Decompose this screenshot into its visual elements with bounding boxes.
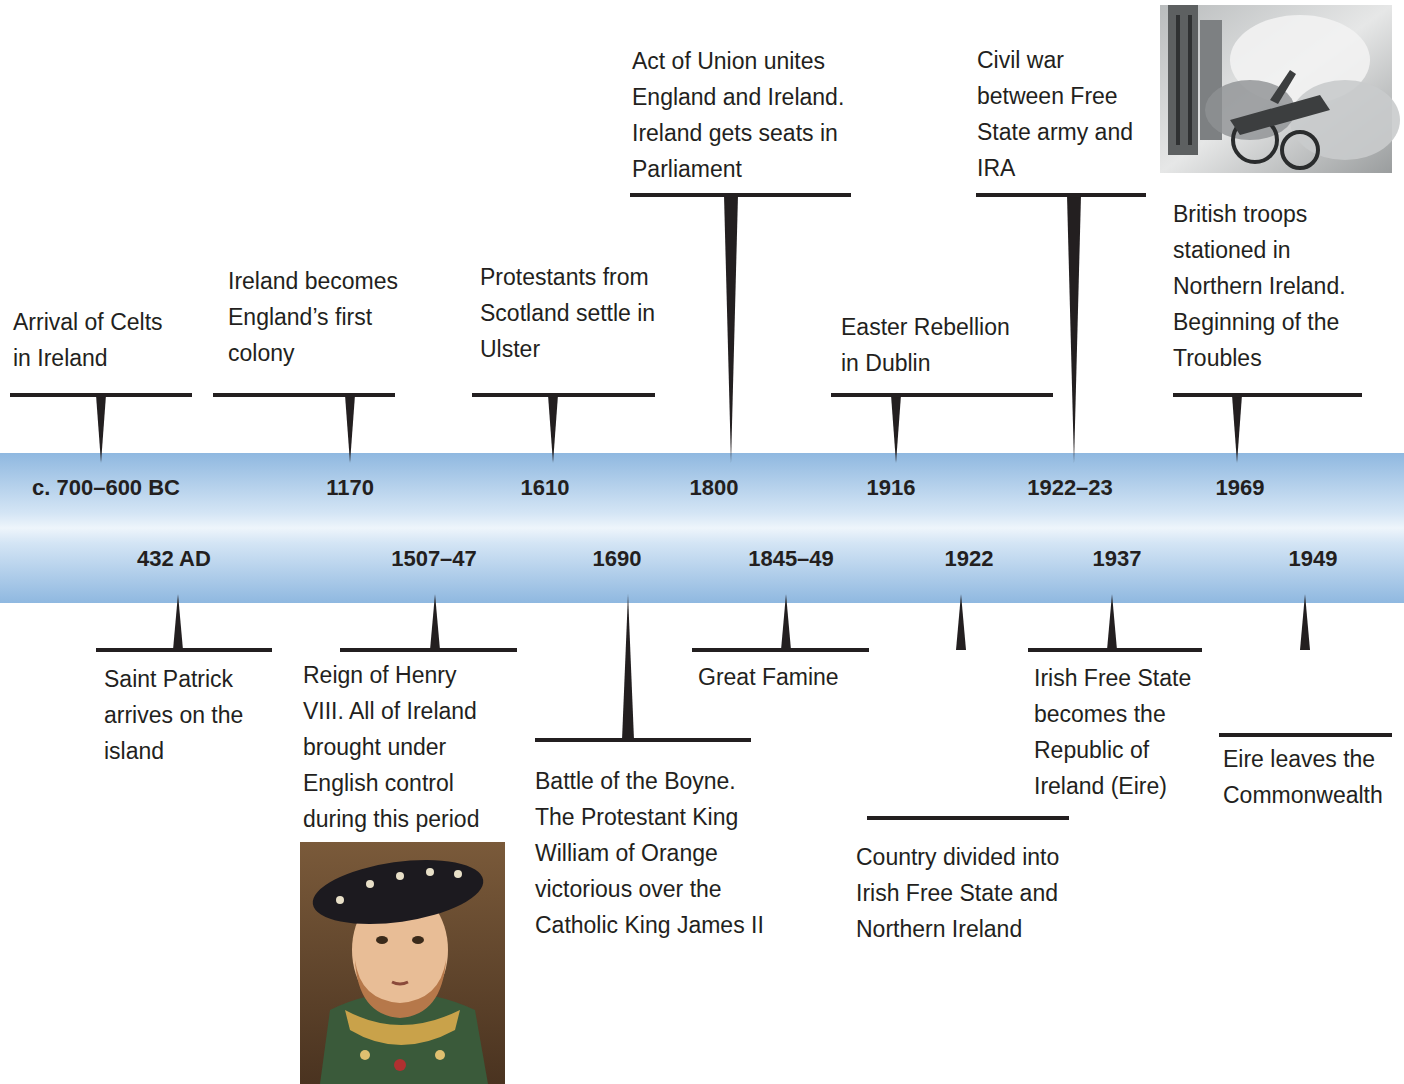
date-label: 1922 bbox=[945, 546, 994, 572]
event-text: Eire leaves the Commonwealth bbox=[1223, 741, 1399, 813]
callout-bar bbox=[1173, 393, 1362, 397]
portrait-ground bbox=[300, 842, 505, 1084]
portrait-jewel bbox=[360, 1050, 370, 1060]
photo-building bbox=[1168, 5, 1198, 155]
callout-pointer bbox=[724, 195, 738, 463]
event-text: Saint Patrick arrives on the island bbox=[104, 661, 266, 769]
callout-pointer bbox=[1232, 395, 1242, 463]
date-label: 1800 bbox=[690, 475, 739, 501]
callout-bar bbox=[692, 648, 869, 652]
portrait-jewel bbox=[366, 880, 374, 888]
event-text: Great Famine bbox=[698, 659, 878, 695]
callout-pointer bbox=[956, 594, 966, 650]
event-text: Reign of Henry VIII. All of Ireland brou… bbox=[303, 657, 500, 837]
callout-bar bbox=[867, 816, 1069, 820]
photo-building bbox=[1176, 15, 1180, 145]
event-text: Country divided into Irish Free State an… bbox=[856, 839, 1080, 947]
event-text: The Protestant King William of Orange vi… bbox=[535, 799, 780, 943]
date-label: 1969 bbox=[1216, 475, 1265, 501]
callout-pointer bbox=[96, 395, 106, 463]
portrait-jewel bbox=[426, 868, 434, 876]
portrait-eye bbox=[376, 936, 388, 944]
callout-pointer bbox=[781, 594, 791, 650]
event-text: Civil war between Free State army and IR… bbox=[977, 42, 1147, 186]
event-text: Battle of the Boyne. bbox=[535, 763, 780, 799]
portrait-illustration bbox=[300, 842, 505, 1084]
date-label: 432 AD bbox=[137, 546, 211, 572]
portrait-jewel bbox=[394, 1059, 406, 1071]
portrait-jewel bbox=[396, 872, 404, 880]
date-label: 1610 bbox=[521, 475, 570, 501]
date-label: 1949 bbox=[1289, 546, 1338, 572]
callout-bar bbox=[535, 738, 751, 742]
event-text: Arrival of Celts in Ireland bbox=[13, 304, 181, 376]
callout-pointer bbox=[345, 395, 355, 463]
date-label: c. 700–600 BC bbox=[32, 475, 180, 501]
callout-pointer bbox=[430, 594, 440, 650]
timeline-band: c. 700–600 BC 1170 1610 1800 1916 1922–23 1969… bbox=[0, 453, 1404, 603]
callout-bar bbox=[213, 393, 395, 397]
photo-wheel bbox=[1282, 132, 1318, 168]
portrait-jewel bbox=[454, 870, 462, 878]
callout-bars bbox=[10, 193, 1392, 820]
date-label: 1507–47 bbox=[391, 546, 477, 572]
callout-pointer bbox=[173, 594, 183, 650]
callout-bar bbox=[831, 393, 1053, 397]
callout-pointer bbox=[1067, 195, 1081, 463]
photo-wreck bbox=[1270, 70, 1296, 104]
callout-bar bbox=[472, 393, 655, 397]
photo-smoke bbox=[1290, 80, 1400, 160]
date-label: 1922–23 bbox=[1027, 475, 1113, 501]
portrait-jewel bbox=[336, 896, 344, 904]
date-label: 1845–49 bbox=[748, 546, 834, 572]
callout-bar bbox=[976, 193, 1146, 197]
callout-bar bbox=[1219, 733, 1392, 737]
callout-pointer bbox=[1107, 594, 1117, 650]
callout-bar bbox=[340, 648, 517, 652]
event-text: Protestants from Scotland settle in Ulst… bbox=[480, 259, 674, 367]
event-text: Irish Free State becomes the Republic of… bbox=[1034, 660, 1210, 804]
date-label: 1916 bbox=[867, 475, 916, 501]
callout-pointer bbox=[891, 395, 901, 463]
portrait-hat bbox=[309, 850, 488, 933]
date-label: 1170 bbox=[326, 475, 374, 501]
callout-pointer bbox=[1300, 594, 1310, 650]
event-text: Ireland becomes England’s first colony bbox=[228, 263, 416, 371]
event-text: Easter Rebellion in Dublin bbox=[841, 309, 1029, 381]
callout-bar bbox=[96, 648, 272, 652]
portrait-jewel bbox=[435, 1050, 445, 1060]
photo-wreck bbox=[1230, 95, 1330, 135]
photo-building bbox=[1188, 15, 1192, 145]
callout-pointer bbox=[548, 395, 558, 463]
portrait-eye bbox=[412, 936, 424, 944]
callout-bar bbox=[630, 193, 851, 197]
photo-illustration bbox=[1160, 5, 1400, 173]
portrait-beard bbox=[355, 960, 446, 1018]
callout-pointer bbox=[622, 594, 634, 740]
date-label: 1937 bbox=[1093, 546, 1142, 572]
event-text: British troops stationed in Northern Ire… bbox=[1173, 196, 1365, 376]
date-label: 1690 bbox=[593, 546, 642, 572]
portrait-mouth bbox=[392, 982, 408, 984]
event-text: Act of Union unites England and Ireland.… bbox=[632, 43, 862, 187]
